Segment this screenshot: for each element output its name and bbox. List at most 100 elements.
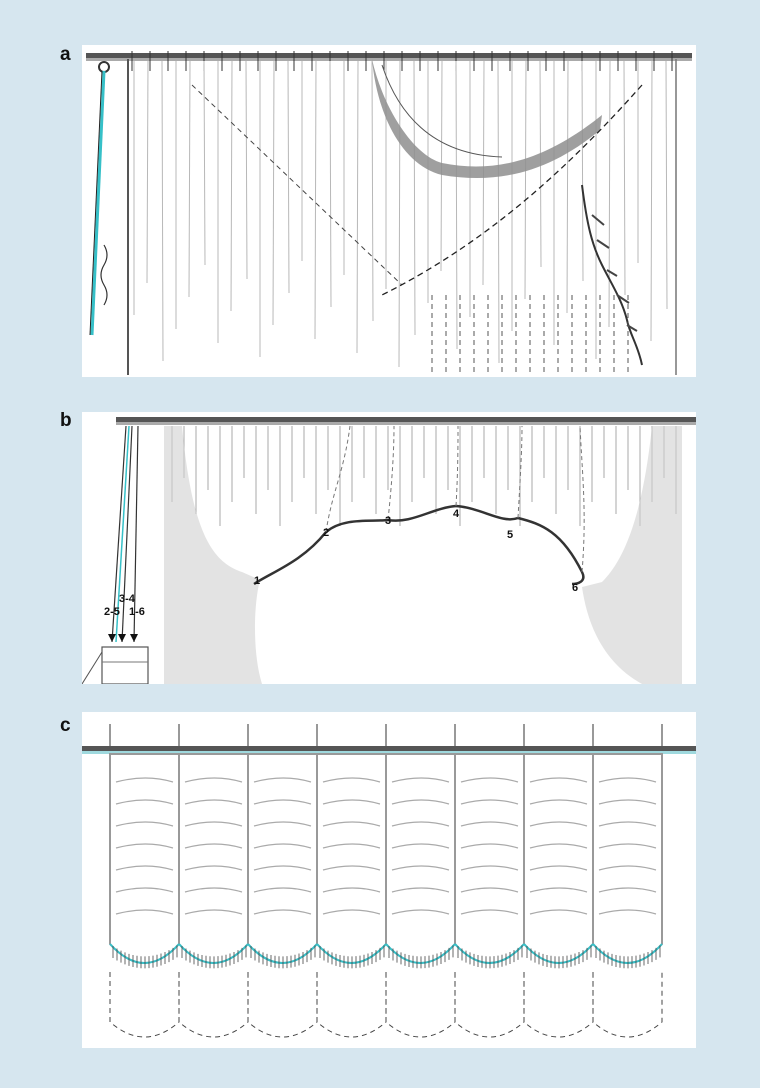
panel-c-drawing: [82, 712, 696, 1048]
dashed-scallop: [109, 972, 180, 1038]
festoon-bay: [385, 753, 456, 964]
fold-line: [253, 843, 312, 849]
fold-line: [598, 821, 657, 827]
panel-a-drawing: [82, 45, 696, 377]
fold-line: [322, 909, 381, 915]
hem-fringe: [109, 943, 663, 969]
fold-line: [115, 909, 174, 915]
festoon-bay: [247, 753, 318, 964]
fold-line: [253, 865, 312, 871]
fold-line: [253, 799, 312, 805]
curtain-pleats: [171, 426, 677, 526]
scallop-number-5: 5: [507, 529, 513, 541]
festoon-bay: [454, 753, 525, 964]
pleat-line: [566, 60, 569, 314]
festoon-bay: [178, 753, 249, 964]
fold-line: [322, 843, 381, 849]
fold-line: [529, 799, 588, 805]
fold-line: [184, 865, 243, 871]
pleat-line: [371, 60, 374, 322]
curtain-pleats: [133, 60, 668, 368]
dashed-scallop: [247, 972, 318, 1038]
fold-line: [598, 843, 657, 849]
fold-line: [115, 843, 174, 849]
pleat-line: [497, 60, 500, 364]
fold-line: [115, 821, 174, 827]
pleat-line: [287, 60, 290, 294]
dashed-scallop: [523, 972, 594, 1038]
right-drape-edge: [581, 184, 643, 366]
dashed-scallop: [178, 972, 249, 1038]
fold-line: [391, 843, 450, 849]
fold-line: [460, 799, 519, 805]
fold-line: [115, 865, 174, 871]
fold-line: [391, 887, 450, 893]
fold-line: [529, 909, 588, 915]
fold-line: [529, 865, 588, 871]
rod-rings: [131, 51, 673, 71]
pleat-line: [581, 60, 584, 282]
pleat-line: [314, 60, 317, 340]
pleat-line: [650, 60, 653, 342]
fold-line: [115, 799, 174, 805]
fold-line: [115, 777, 174, 783]
fold-line: [391, 799, 450, 805]
cord-label-3-4: 3-4: [119, 593, 136, 605]
scallop-number-1: 1: [254, 575, 260, 587]
festoon-bay: [592, 753, 663, 964]
rod-finial: [98, 61, 110, 73]
fold-line: [529, 821, 588, 827]
fold-line: [391, 821, 450, 827]
fold-line: [529, 843, 588, 849]
panel-label-a: a: [60, 44, 71, 65]
fold-line: [322, 777, 381, 783]
fold-line: [391, 865, 450, 871]
pleat-line: [272, 60, 275, 326]
fold-line: [598, 777, 657, 783]
festoon-bay: [109, 753, 180, 964]
scallop-number-2: 2: [323, 527, 329, 539]
panel-b-drawing: 3-4 2-5 1-6 1 2 3 4 5 6: [82, 412, 696, 684]
fold-line: [322, 821, 381, 827]
fold-line: [322, 887, 381, 893]
left-drape: [164, 426, 262, 684]
curtain-rod: [116, 417, 696, 422]
dashed-guide-right: [381, 84, 643, 296]
right-drape: [582, 426, 682, 684]
fold-line: [253, 777, 312, 783]
pleat-line: [188, 60, 191, 298]
scallop-hem: [253, 504, 585, 586]
pleat-line: [524, 60, 527, 300]
fold-line: [460, 909, 519, 915]
curtain-rod: [82, 746, 696, 751]
pleat-line: [230, 60, 233, 312]
pleat-line: [665, 60, 668, 310]
fold-line: [391, 777, 450, 783]
fold-line: [460, 821, 519, 827]
rod-hooks: [109, 724, 663, 746]
dashed-scallop: [385, 972, 456, 1038]
pleat-line: [455, 60, 458, 350]
pleat-line: [203, 60, 206, 266]
fold-line: [184, 821, 243, 827]
cord-weight-box: [101, 646, 149, 684]
fold-line: [598, 887, 657, 893]
scallop-number-6: 6: [572, 582, 578, 594]
cord-label-2-5: 2-5: [104, 606, 120, 618]
dashed-scallop: [454, 972, 525, 1038]
cord-arrows: [108, 634, 138, 642]
curtain-rod: [86, 53, 692, 58]
fold-line: [460, 777, 519, 783]
cord-label-1-6: 1-6: [129, 606, 145, 618]
pleat-line: [329, 60, 332, 308]
fold-line: [322, 799, 381, 805]
fold-line: [115, 887, 174, 893]
fold-line: [253, 821, 312, 827]
fold-line: [598, 865, 657, 871]
dashed-scallop: [316, 972, 387, 1038]
fold-line: [184, 777, 243, 783]
dashed-scallop: [592, 972, 663, 1038]
pleat-line: [161, 60, 164, 362]
pleat-line: [356, 60, 359, 354]
pleat-line: [623, 60, 626, 296]
